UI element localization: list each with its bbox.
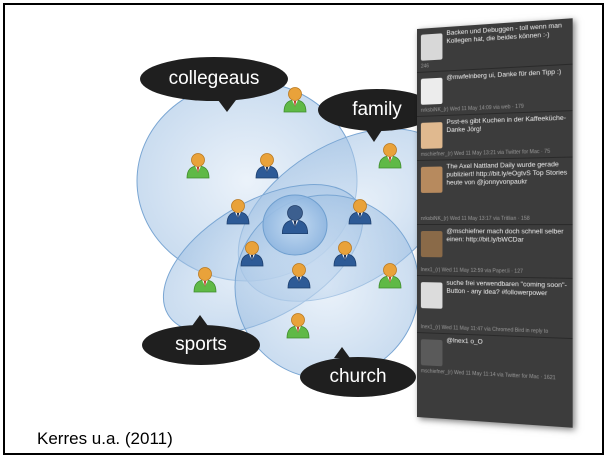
person-icon <box>255 153 279 179</box>
person-icon <box>240 241 264 267</box>
slide: collegeaus family sports church Backen u… <box>3 3 604 455</box>
person-icon <box>333 241 357 267</box>
twitter-feed-panel: Backen und Debuggen - toll wenn man Koll… <box>417 18 573 428</box>
tweet-meta: nrksbiNK_(r) Wed 11 May 13:17 via Tritli… <box>420 215 530 222</box>
person-icon <box>348 199 372 225</box>
tweet-text: The Axel Nattland Daily wurde gerade pub… <box>446 161 568 187</box>
avatar <box>420 33 443 61</box>
avatar <box>420 282 443 309</box>
tweet-text: @mschiefner mach doch schnell selber ein… <box>446 228 564 244</box>
avatar <box>420 77 443 105</box>
avatar <box>420 166 443 193</box>
tweet-meta: mschiefner_(r) Wed 11 May 11:14 via Twit… <box>420 368 556 382</box>
tweet-meta: nrksbiNK_(r) Wed 11 May 14:09 via web · … <box>420 103 524 114</box>
tweet-item: @mwfelnberg ui, Danke für den Tipp :) nr… <box>417 64 573 117</box>
tweet-meta: lnex1_(r) Wed 11 May 12:59 via Paper.li … <box>420 267 523 275</box>
tweet-text: Psst-es gibt Kuchen in der Kaffeeküche- … <box>446 114 567 135</box>
avatar <box>420 339 443 367</box>
tweet-text: @mwfelnberg ui, Danke für den Tipp :) <box>446 68 562 82</box>
avatar <box>420 231 443 258</box>
tweet-item: The Axel Nattland Daily wurde gerade pub… <box>417 157 573 226</box>
person-icon <box>287 263 311 289</box>
person-icon <box>226 199 250 225</box>
tweet-item: @mschiefner mach doch schnell selber ein… <box>417 225 573 279</box>
person-icon <box>286 313 310 339</box>
tweet-item: @lnex1 o_O mschiefner_(r) Wed 11 May 11:… <box>417 333 573 384</box>
person-icon <box>283 87 307 113</box>
center-person-icon <box>281 205 309 235</box>
person-icon <box>193 267 217 293</box>
tweet-meta: mschiefner_(r) Wed 11 May 13:21 via Twit… <box>420 148 551 158</box>
tweet-meta: 246 <box>420 63 430 70</box>
person-icon <box>186 153 210 179</box>
tweet-text: suche frei verwendbaren "coming soon"-Bu… <box>446 279 567 298</box>
label-colleagues: collegeaus <box>140 57 288 112</box>
social-network-diagram <box>136 80 453 380</box>
tweet-text: @lnex1 o_O <box>446 337 483 346</box>
tweet-item: Psst-es gibt Kuchen in der Kaffeeküche- … <box>417 111 573 161</box>
label-sports: sports <box>142 315 260 365</box>
tweet-text: Backen und Debuggen - toll wenn man Koll… <box>446 22 562 46</box>
person-icon <box>378 143 402 169</box>
label-family: family <box>318 89 436 142</box>
tweet-item: Backen und Debuggen - toll wenn man Koll… <box>417 18 573 73</box>
avatar <box>420 122 443 149</box>
citation: Kerres u.a. (2011) <box>37 429 173 448</box>
label-church: church <box>300 347 416 397</box>
person-icon <box>378 263 402 289</box>
tweet-item: suche frei verwendbaren "coming soon"-Bu… <box>417 276 573 340</box>
